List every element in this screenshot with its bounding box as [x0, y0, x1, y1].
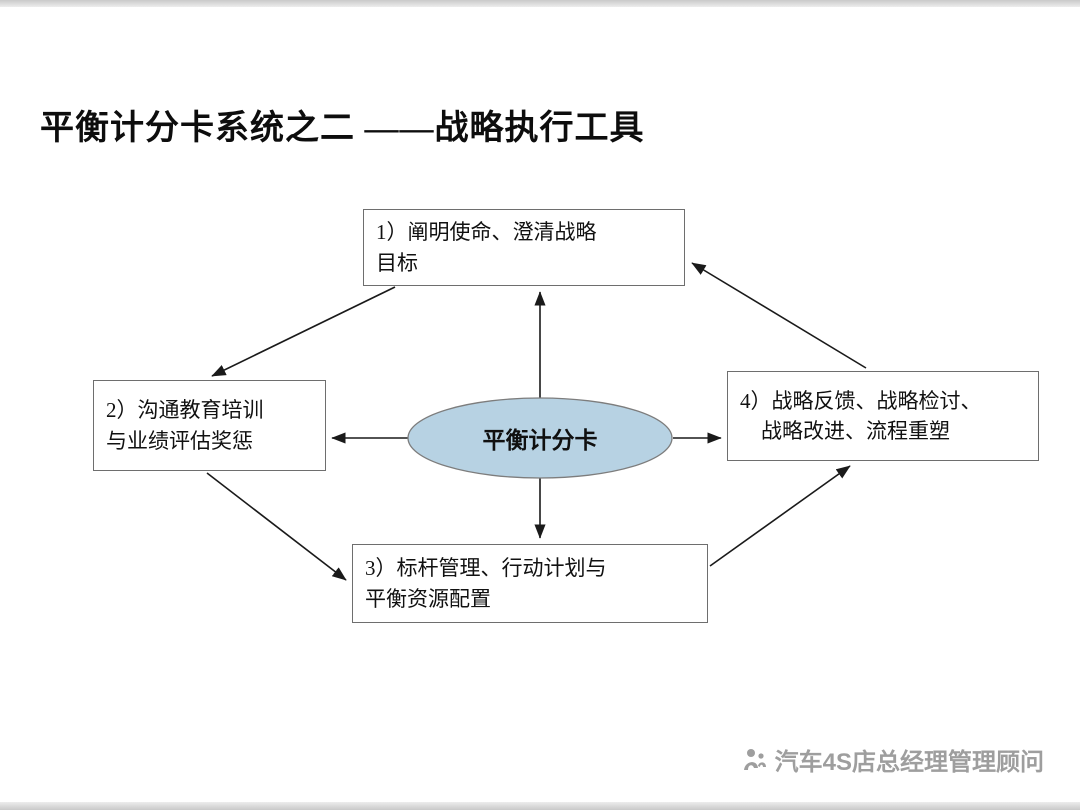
balanced-scorecard-label: 平衡计分卡	[482, 428, 598, 453]
slide-title: 平衡计分卡系统之二 ——战略执行工具	[40, 110, 645, 147]
balanced-scorecard-ellipse	[407, 397, 673, 479]
arrow-box2-to-box3	[206, 472, 347, 581]
node-box-communication-training: 2）沟通教育培训 与业绩评估奖惩	[93, 380, 326, 471]
node-box-benchmark-management: 3）标杆管理、行动计划与 平衡资源配置	[352, 544, 708, 623]
arrow-box1-to-box2	[211, 286, 396, 377]
node-box-clarify-mission-label: 1）阐明使命、澄清战略 目标	[376, 220, 597, 275]
node-box-communication-training-label: 2）沟通教育培训 与业绩评估奖惩	[106, 398, 264, 453]
node-box-benchmark-management-label: 3）标杆管理、行动计划与 平衡资源配置	[365, 556, 607, 611]
arrow-box4-to-box1	[691, 262, 867, 369]
watermark-logo-icon	[741, 746, 769, 774]
node-box-clarify-mission: 1）阐明使命、澄清战略 目标	[363, 209, 685, 286]
node-box-strategy-feedback: 4）战略反馈、战略检讨、 战略改进、流程重塑	[727, 371, 1039, 461]
watermark: 汽车4S店总经理管理顾问	[741, 742, 1044, 777]
top-edge-strip	[0, 0, 1080, 7]
node-box-strategy-feedback-label: 4）战略反馈、战略检讨、 战略改进、流程重塑	[740, 388, 982, 443]
arrow-box3-to-box4	[709, 465, 851, 567]
bottom-edge-strip	[0, 802, 1080, 810]
watermark-text: 汽车4S店总经理管理顾问	[774, 749, 1044, 776]
